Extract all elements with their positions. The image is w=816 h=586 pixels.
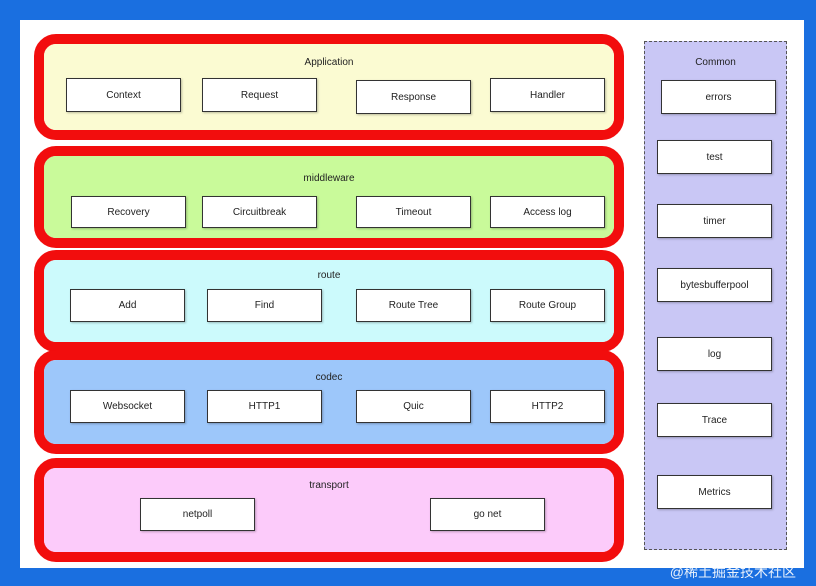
watermark-text: @稀土掘金技术社区 (669, 564, 796, 580)
architecture-diagram: Application Context Request Response Han… (20, 20, 804, 568)
application-item-handler: Handler (490, 78, 605, 112)
route-item-add: Add (70, 289, 185, 322)
route-item-route-tree: Route Tree (356, 289, 471, 322)
route-item-route-group: Route Group (490, 289, 605, 322)
common-panel: Common errors test timer bytesbufferpool… (644, 41, 787, 550)
common-item-trace: Trace (657, 403, 772, 437)
middleware-item-access-log: Access log (490, 196, 605, 228)
route-item-find: Find (207, 289, 322, 322)
application-layer: Application Context Request Response Han… (34, 34, 624, 140)
common-panel-title: Common (695, 57, 736, 68)
application-layer-title: Application (304, 57, 354, 68)
application-item-response: Response (356, 80, 471, 114)
codec-item-http2: HTTP2 (490, 390, 605, 423)
transport-layer: transport netpoll go net (34, 458, 624, 562)
common-item-metrics: Metrics (657, 475, 772, 509)
middleware-layer: middleware Recovery Circuitbreak Timeout… (34, 146, 624, 248)
transport-item-netpoll: netpoll (140, 498, 255, 531)
route-layer-title: route (317, 270, 341, 281)
common-item-bytesbufferpool: bytesbufferpool (657, 268, 772, 302)
middleware-item-timeout: Timeout (356, 196, 471, 228)
codec-layer-title: codec (315, 372, 343, 383)
application-item-request: Request (202, 78, 317, 112)
codec-item-quic: Quic (356, 390, 471, 423)
middleware-item-circuitbreak: Circuitbreak (202, 196, 317, 228)
middleware-layer-title: middleware (303, 173, 355, 184)
route-layer: route Add Find Route Tree Route Group (34, 250, 624, 352)
common-item-log: log (657, 337, 772, 371)
common-item-errors: errors (661, 80, 776, 114)
codec-item-websocket: Websocket (70, 390, 185, 423)
common-item-timer: timer (657, 204, 772, 238)
transport-item-go-net: go net (430, 498, 545, 531)
codec-item-http1: HTTP1 (207, 390, 322, 423)
common-item-test: test (657, 140, 772, 174)
middleware-item-recovery: Recovery (71, 196, 186, 228)
transport-layer-title: transport (309, 480, 349, 491)
application-item-context: Context (66, 78, 181, 112)
codec-layer: codec Websocket HTTP1 Quic HTTP2 (34, 350, 624, 454)
